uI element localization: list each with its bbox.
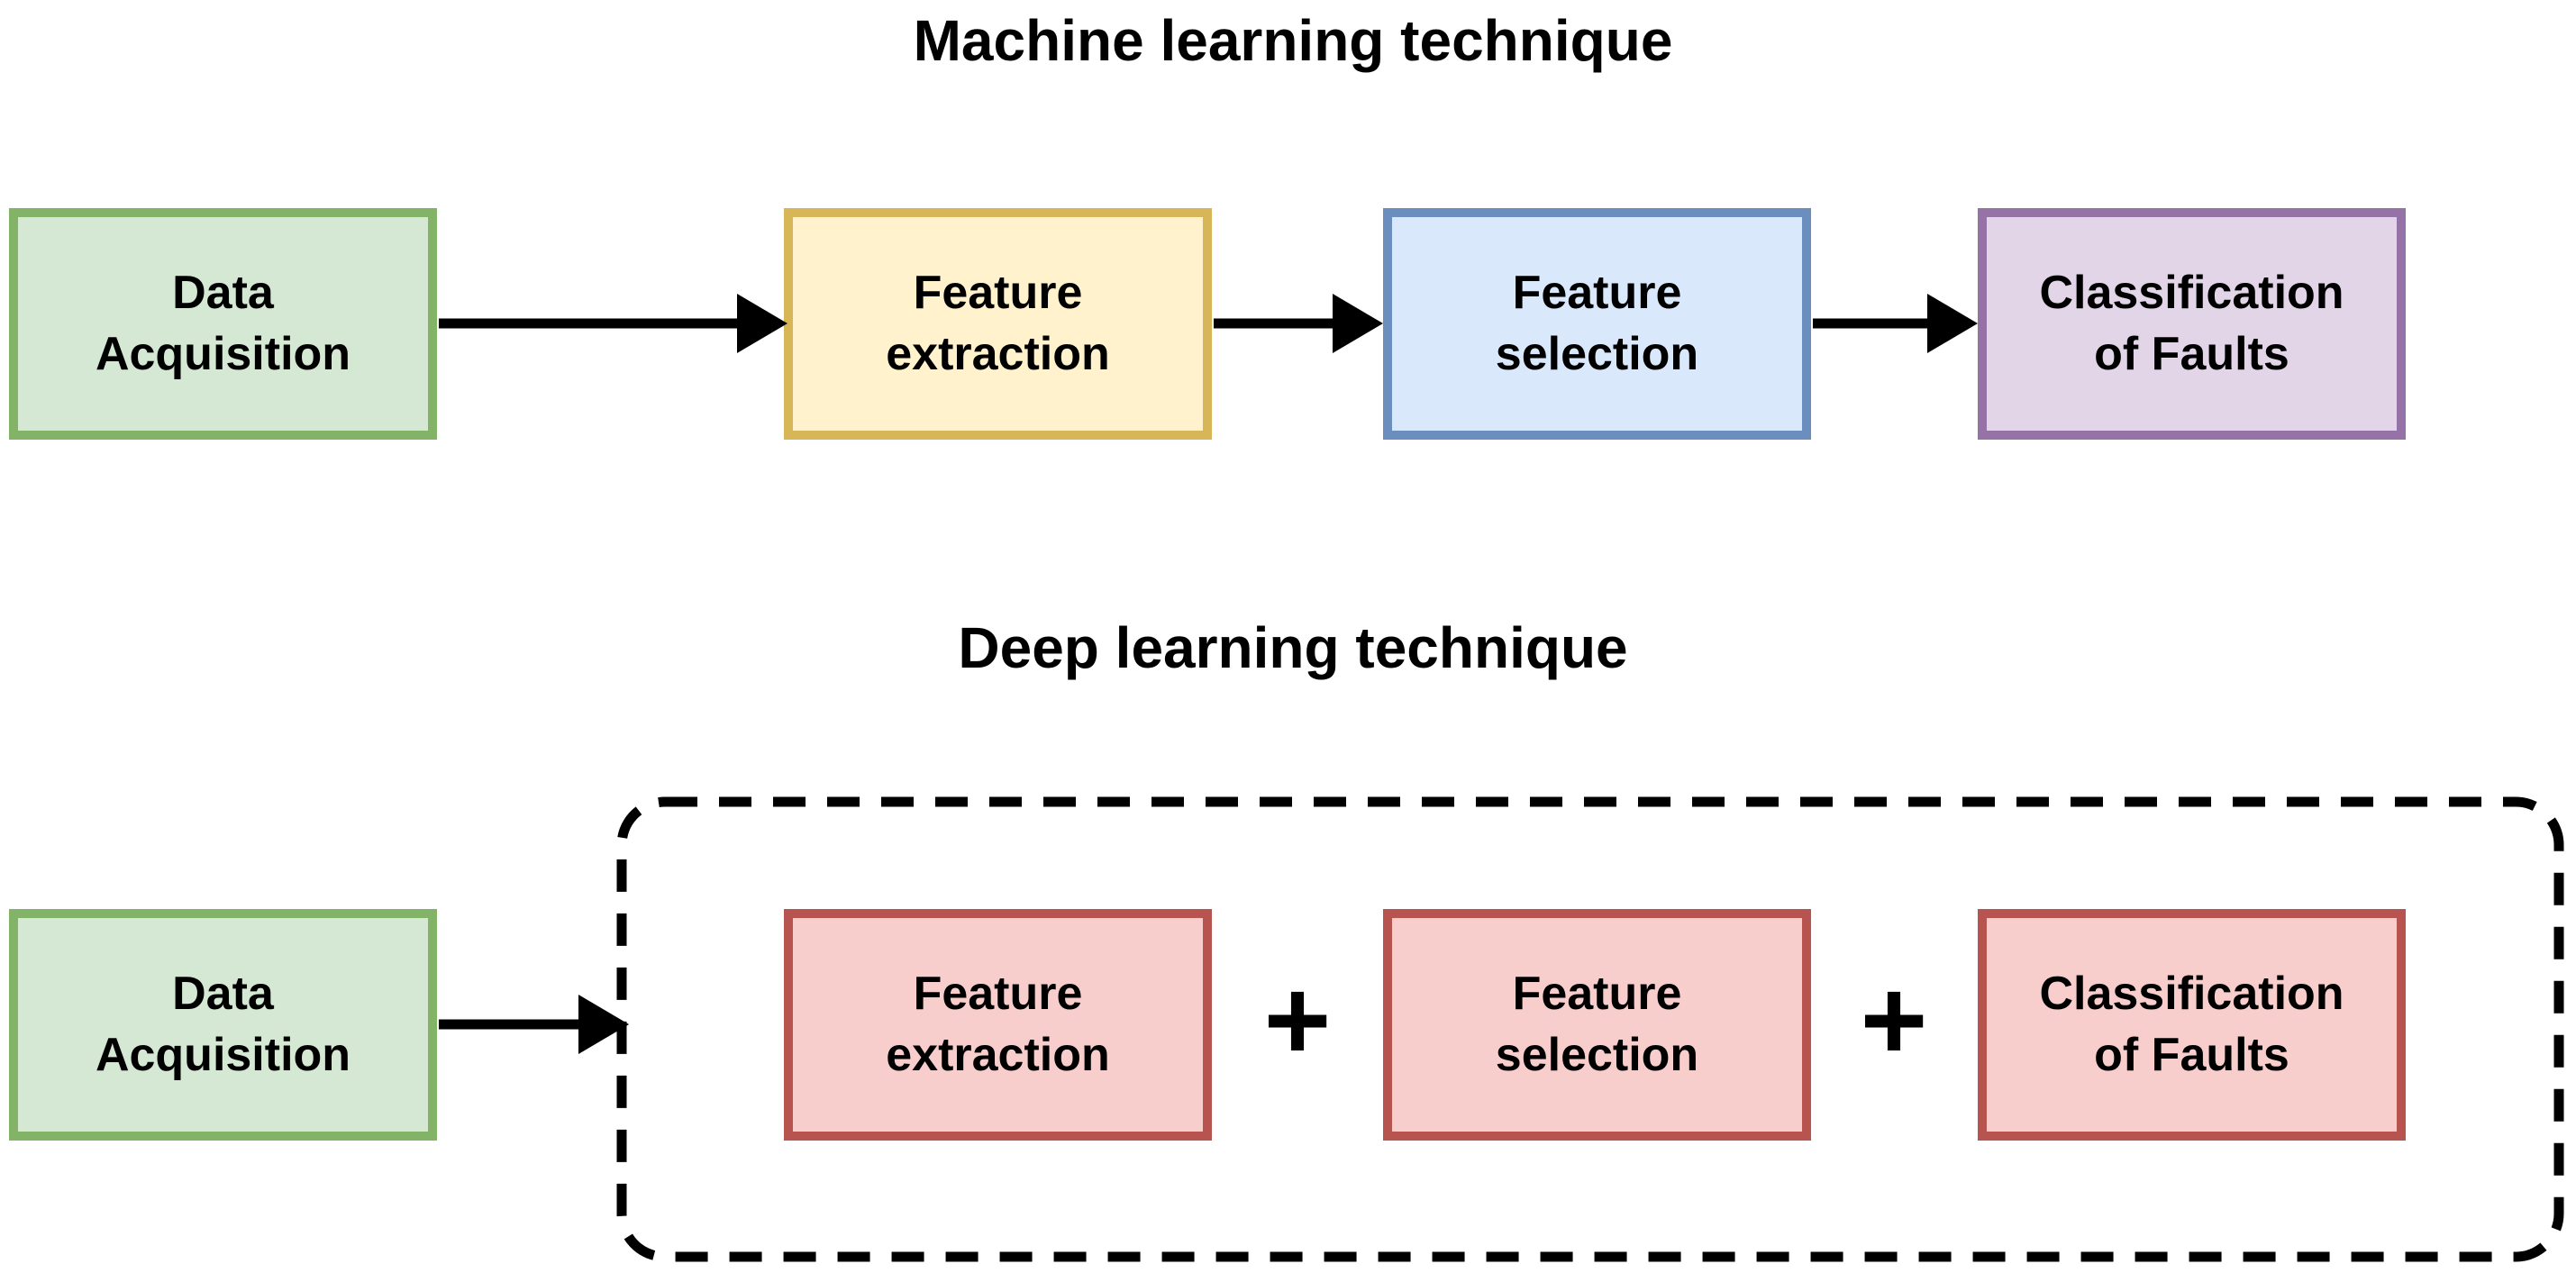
arrow-icon-ml-1 (439, 294, 787, 353)
arrow-icon-ml-2 (1214, 294, 1383, 353)
dl-box-classification-of-faults-label: Classification of Faults (2039, 967, 2344, 1081)
ml-box-feature-selection: Feature selection (1383, 208, 1811, 440)
ml-box-feature-selection-label: Feature selection (1495, 266, 1699, 380)
ml-section-title: Machine learning technique (913, 8, 1673, 73)
plus-sign-2: + (1860, 956, 1928, 1085)
dl-section-title: Deep learning technique (958, 615, 1628, 680)
dl-box-data-acquisition-label: Data Acquisition (95, 967, 351, 1081)
dl-box-feature-extraction: Feature extraction (784, 909, 1212, 1141)
ml-box-data-acquisition: Data Acquisition (9, 208, 437, 440)
arrow-icon-ml-3 (1813, 294, 1978, 353)
ml-box-feature-extraction-label: Feature extraction (886, 266, 1110, 380)
arrow-icon-dl (439, 995, 629, 1054)
ml-box-feature-extraction: Feature extraction (784, 208, 1212, 440)
dl-box-feature-selection-label: Feature selection (1495, 967, 1699, 1081)
ml-box-classification-of-faults-label: Classification of Faults (2039, 266, 2344, 380)
dl-box-feature-selection: Feature selection (1383, 909, 1811, 1141)
dl-box-feature-extraction-label: Feature extraction (886, 967, 1110, 1081)
dl-box-data-acquisition: Data Acquisition (9, 909, 437, 1141)
plus-sign-1: + (1263, 956, 1332, 1085)
dl-box-classification-of-faults: Classification of Faults (1978, 909, 2406, 1141)
ml-box-data-acquisition-label: Data Acquisition (95, 266, 351, 380)
ml-box-classification-of-faults: Classification of Faults (1978, 208, 2406, 440)
